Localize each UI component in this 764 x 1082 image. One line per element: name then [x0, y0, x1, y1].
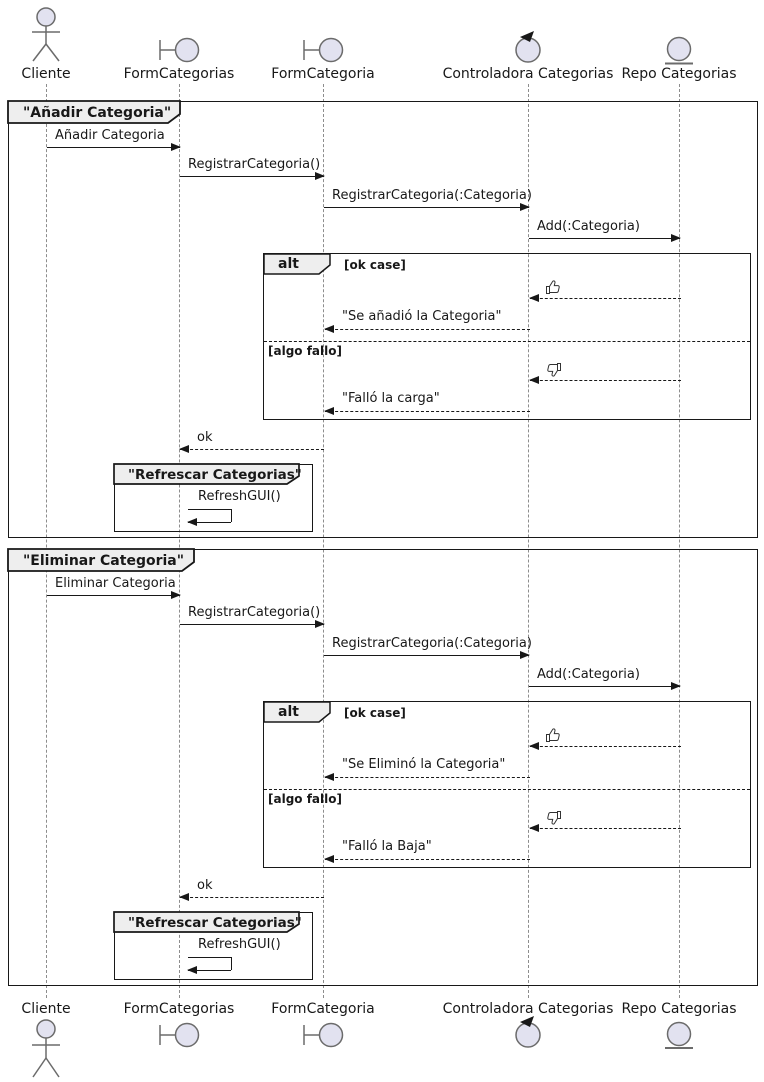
alt-fragment: alt [ok case] "Se añadió la Categoria" […	[262, 252, 751, 420]
self-message-top	[188, 957, 231, 958]
message-arrow	[529, 682, 681, 690]
alt-fragment: alt [ok case] "Se Eliminó la Categoria" …	[262, 700, 751, 868]
message-arrow	[324, 651, 530, 659]
frame-tab	[113, 463, 301, 486]
alt-divider	[264, 789, 750, 790]
message-arrow	[47, 591, 181, 599]
frame-title: "Refrescar Categorias"	[128, 915, 302, 931]
boundary-icon	[159, 37, 200, 63]
frame-tab	[7, 100, 182, 125]
self-message-side	[231, 509, 232, 522]
message-label: "Se Eliminó la Categoria"	[342, 757, 506, 772]
participant-label-formcategorias: FormCategorias	[123, 66, 235, 82]
return-arrow	[529, 824, 681, 832]
boundary-icon	[303, 37, 344, 63]
lifeline-formcategorias	[179, 84, 180, 998]
participant-label-formcategorias: FormCategorias	[123, 1001, 235, 1017]
thumbs-down-icon	[547, 363, 561, 377]
return-arrow	[324, 325, 530, 333]
message-label: RegistrarCategoria(:Categoria)	[332, 636, 532, 651]
message-label: Add(:Categoria)	[537, 667, 640, 682]
frame-title: "Añadir Categoria"	[23, 105, 172, 121]
participant-label-cliente: Cliente	[21, 66, 71, 82]
return-arrow	[529, 742, 681, 750]
self-message-top	[188, 509, 231, 510]
alt-tab	[262, 252, 331, 275]
alt-divider	[264, 341, 750, 342]
alt-guard-ok: [ok case]	[344, 706, 406, 720]
return-arrow	[179, 893, 324, 901]
lifeline-repo	[679, 84, 680, 998]
participant-label-cliente: Cliente	[21, 1001, 71, 1017]
message-label: RegistrarCategoria()	[188, 157, 321, 172]
actor-icon	[32, 7, 60, 62]
frame-anadir-categoria: "Añadir Categoria" Añadir Categoria Regi…	[7, 100, 758, 538]
participant-label-repo: Repo Categorias	[621, 1001, 737, 1017]
frame-eliminar-categoria: "Eliminar Categoria" Eliminar Categoria …	[7, 548, 758, 986]
self-message-return	[187, 518, 231, 526]
thumbs-up-icon	[546, 280, 560, 294]
participant-label-formcategoria: FormCategoria	[271, 66, 375, 82]
message-label: Add(:Categoria)	[537, 219, 640, 234]
lifeline-cliente	[46, 84, 47, 998]
message-label: Eliminar Categoria	[55, 576, 176, 591]
return-arrow	[529, 376, 681, 384]
message-arrow	[180, 620, 325, 628]
message-arrow	[180, 172, 325, 180]
message-label: "Se añadió la Categoria"	[342, 309, 502, 324]
self-message-return	[187, 966, 231, 974]
message-label: RefreshGUI()	[198, 489, 281, 504]
frame-title: "Refrescar Categorias"	[128, 467, 302, 483]
message-label: RefreshGUI()	[198, 937, 281, 952]
alt-keyword: alt	[278, 256, 299, 272]
frame-tab	[113, 911, 301, 934]
message-label: "Falló la carga"	[342, 391, 440, 406]
return-arrow	[324, 855, 530, 863]
return-arrow	[529, 294, 681, 302]
control-icon	[515, 1016, 541, 1048]
lifeline-formcategoria	[323, 84, 324, 998]
return-arrow	[179, 445, 324, 453]
alt-guard-ok: [ok case]	[344, 258, 406, 272]
message-label: Añadir Categoria	[55, 128, 165, 143]
lifeline-controladora	[528, 84, 529, 998]
thumbs-up-icon	[546, 728, 560, 742]
return-arrow	[324, 407, 530, 415]
message-arrow	[324, 203, 530, 211]
frame-refrescar-categorias: "Refrescar Categorias" RefreshGUI()	[113, 463, 313, 532]
entity-icon	[665, 1021, 693, 1049]
return-arrow	[324, 773, 530, 781]
alt-guard-fail: [algo fallo]	[268, 344, 342, 358]
message-arrow	[47, 143, 181, 151]
message-label: ok	[197, 878, 213, 893]
alt-keyword: alt	[278, 704, 299, 720]
participant-label-controladora: Controladora Categorias	[442, 1001, 614, 1017]
message-label: RegistrarCategoria(:Categoria)	[332, 188, 532, 203]
frame-tab	[7, 548, 196, 573]
actor-icon	[32, 1019, 60, 1078]
message-label: RegistrarCategoria()	[188, 605, 321, 620]
message-arrow	[529, 234, 681, 242]
participant-label-repo: Repo Categorias	[621, 66, 737, 82]
message-label: "Falló la Baja"	[342, 839, 432, 854]
control-icon	[515, 31, 541, 63]
boundary-icon	[159, 1022, 200, 1048]
alt-tab	[262, 700, 331, 723]
self-message-side	[231, 957, 232, 970]
entity-icon	[665, 36, 693, 65]
boundary-icon	[303, 1022, 344, 1048]
participant-label-formcategoria: FormCategoria	[271, 1001, 375, 1017]
frame-refrescar-categorias: "Refrescar Categorias" RefreshGUI()	[113, 911, 313, 980]
alt-guard-fail: [algo fallo]	[268, 792, 342, 806]
participant-label-controladora: Controladora Categorias	[442, 66, 614, 82]
thumbs-down-icon	[547, 811, 561, 825]
message-label: ok	[197, 430, 213, 445]
frame-title: "Eliminar Categoria"	[23, 553, 185, 569]
